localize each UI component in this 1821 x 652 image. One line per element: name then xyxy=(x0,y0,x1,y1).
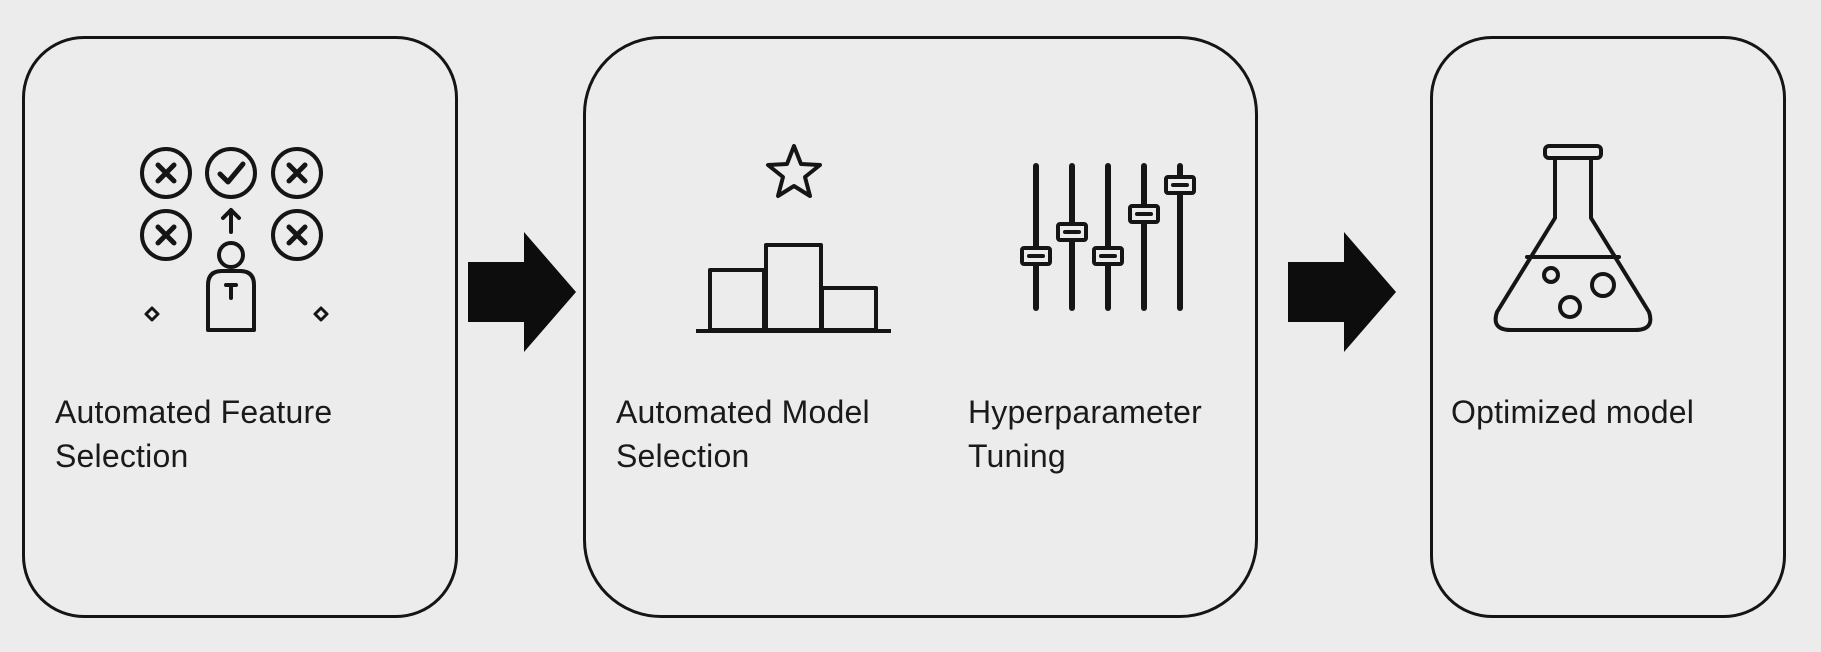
sparkle-icon xyxy=(144,306,329,322)
optimized-model-box xyxy=(1430,36,1786,618)
check-circle-icon xyxy=(205,147,257,199)
flask-icon xyxy=(1493,144,1653,332)
sliders-icon xyxy=(1020,163,1196,311)
right-arrow-icon xyxy=(468,232,576,352)
up-arrow-icon xyxy=(221,208,241,234)
hyperparameter-tuning-label: Hyperparameter Tuning xyxy=(968,394,1203,474)
podium-star-icon xyxy=(696,144,891,333)
x-circle-icon xyxy=(140,147,192,199)
feature-selection-icon xyxy=(140,147,329,332)
x-circle-icon xyxy=(271,147,323,199)
feature-selection-box xyxy=(22,36,458,618)
model-selection-tuning-box xyxy=(583,36,1258,618)
x-circle-icon xyxy=(271,209,323,261)
model-selection-label: Automated Model Selection xyxy=(616,394,870,474)
person-icon xyxy=(206,241,256,332)
star-icon xyxy=(766,144,822,198)
right-arrow-icon xyxy=(1288,232,1396,352)
feature-selection-label: Automated Feature Selection xyxy=(55,394,333,474)
podium-icon xyxy=(696,243,891,333)
optimized-model-label: Optimized model xyxy=(1451,394,1695,430)
x-circle-icon xyxy=(140,209,192,261)
